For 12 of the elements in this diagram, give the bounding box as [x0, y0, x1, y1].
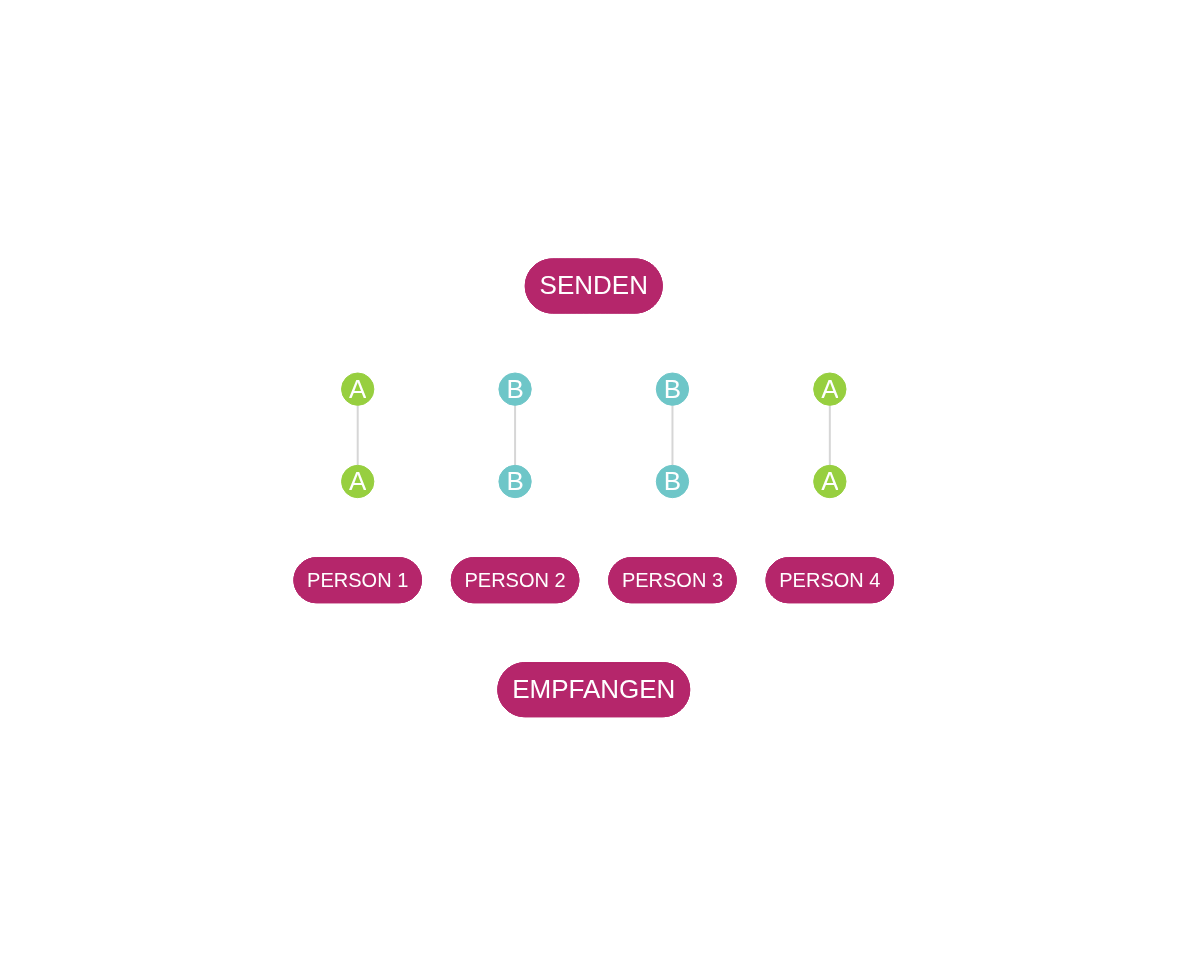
node-circle: B — [656, 465, 690, 499]
node-circle: A — [341, 372, 375, 406]
connector — [356, 404, 359, 467]
node-circle: B — [656, 372, 690, 406]
connector — [671, 404, 674, 467]
node-circle: A — [813, 372, 847, 406]
node-circle: B — [498, 372, 532, 406]
node-circle: A — [341, 465, 375, 499]
connector — [829, 404, 832, 467]
connector — [514, 404, 517, 467]
node-circle: B — [498, 465, 532, 499]
node-circle: A — [813, 465, 847, 499]
